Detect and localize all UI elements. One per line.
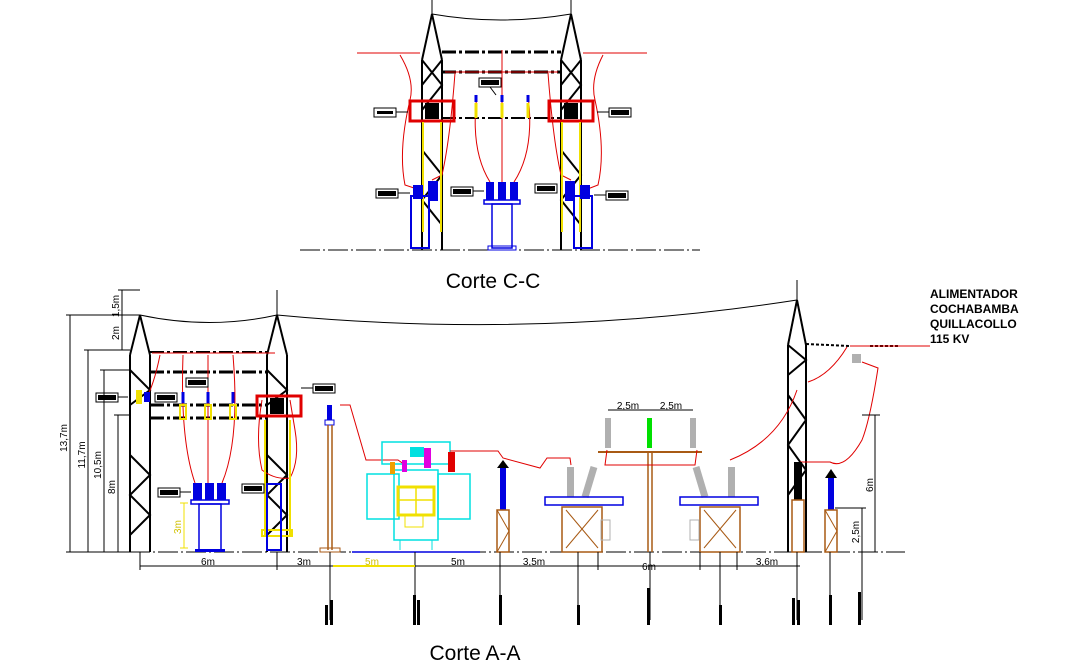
busbar-support bbox=[598, 418, 702, 552]
dim-3-5m: 3,5m bbox=[523, 557, 545, 568]
dim-2m: 2m bbox=[111, 326, 122, 340]
surge-arrester-post bbox=[319, 405, 341, 553]
dim-3m: 3m bbox=[297, 557, 311, 568]
disconnector-left-bay bbox=[136, 390, 303, 537]
feeder-label-line-3: QUILLACOLLO bbox=[930, 317, 1017, 331]
cvt-on-tower bbox=[791, 462, 805, 553]
disconnector-1 bbox=[544, 465, 624, 553]
dim-10-5m: 10,5m bbox=[93, 451, 104, 479]
equipment-tags-cc bbox=[373, 77, 632, 201]
feeder-label-line-4: 115 KV bbox=[930, 332, 969, 346]
dim-6m: 6m bbox=[642, 562, 656, 573]
section-cc: Corte C-C bbox=[300, 0, 700, 293]
dim-5m-yellow: 5m bbox=[365, 557, 379, 568]
equipment-tags-aa bbox=[95, 377, 336, 498]
dim-1-5m: 1,5m bbox=[111, 295, 122, 317]
section-aa-title: Corte A-A bbox=[429, 642, 520, 665]
tower-right bbox=[559, 0, 583, 250]
dim-5m: 5m bbox=[451, 557, 465, 568]
ct-left-cc bbox=[410, 181, 438, 249]
conductors-left-bay bbox=[147, 352, 298, 484]
feeder-label-line-1: ALIMENTADOR bbox=[930, 287, 1018, 301]
dim-13-7m: 13,7m bbox=[59, 424, 70, 452]
dim-11-7m: 11,7m bbox=[77, 441, 88, 468]
conductor-to-transformer bbox=[340, 404, 406, 466]
shield-wire bbox=[139, 299, 798, 326]
dim-2-5m-right: 2,5m bbox=[851, 521, 862, 543]
surge-arrester-2 bbox=[824, 469, 838, 553]
dim-3m-breaker: 3m bbox=[173, 520, 184, 534]
section-aa: 1,5m 2m 13,7m 11,7m 10,5m 8m 3m 6m 3m 5m… bbox=[59, 280, 1019, 665]
breaker-aa bbox=[180, 483, 282, 552]
line-trap bbox=[852, 354, 861, 363]
shield-wire bbox=[431, 13, 572, 21]
conductor-transformer-to-arrester bbox=[450, 450, 572, 469]
disconnector-2 bbox=[679, 465, 759, 553]
gantry-tower-left bbox=[128, 314, 152, 552]
conductors-cc bbox=[357, 50, 647, 191]
dim-8m: 8m bbox=[107, 480, 118, 494]
disconnector-assemblies bbox=[408, 95, 595, 232]
dim-6m-right: 6m bbox=[865, 478, 876, 492]
ct-right-cc bbox=[565, 181, 593, 249]
dim-2-5m-right: 2,5m bbox=[660, 401, 682, 412]
gantry-tower-right bbox=[265, 290, 289, 552]
dimension-lines bbox=[66, 289, 880, 620]
section-cc-title: Corte C-C bbox=[446, 270, 541, 293]
dim-2-5m-left: 2,5m bbox=[617, 401, 639, 412]
dim-bay-6m: 6m bbox=[201, 557, 215, 568]
conductors-right bbox=[729, 345, 930, 465]
breaker-cc bbox=[483, 182, 521, 251]
feeder-label-line-2: COCHABAMBA bbox=[930, 302, 1019, 316]
tower-left bbox=[420, 0, 444, 250]
grounding-marks bbox=[325, 588, 861, 625]
power-transformer bbox=[352, 441, 480, 553]
surge-arrester-1 bbox=[496, 460, 510, 553]
line-insulator-string bbox=[805, 343, 851, 347]
dim-3-6m: 3,6m bbox=[756, 557, 778, 568]
line-tower bbox=[786, 280, 808, 552]
